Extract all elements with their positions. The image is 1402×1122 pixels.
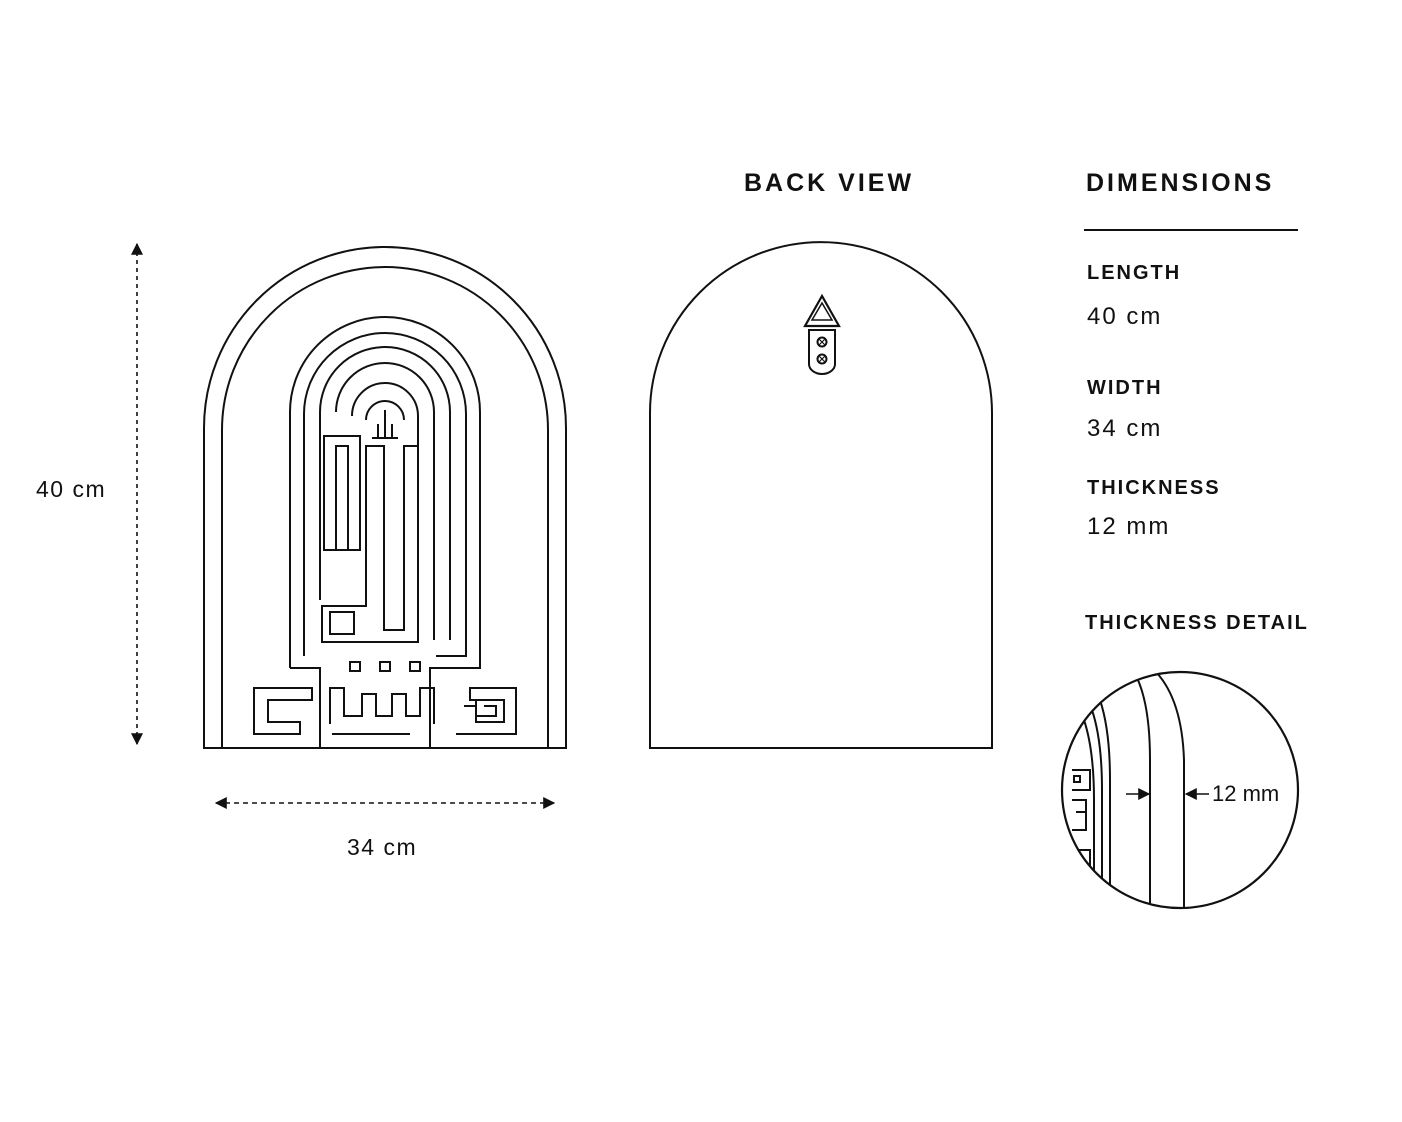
width-label: 34 cm xyxy=(347,834,418,860)
front-view-drawing xyxy=(203,246,567,749)
thickness-callout: 12 mm xyxy=(1212,781,1280,806)
thickness-detail-title: THICKNESS DETAIL xyxy=(1085,612,1309,634)
front-outer-arch xyxy=(203,246,567,749)
back-view-title: BACK VIEW xyxy=(744,169,915,197)
dimensions-title: DIMENSIONS xyxy=(1086,169,1275,197)
width-value: 34 cm xyxy=(1087,415,1163,442)
height-label: 40 cm xyxy=(36,476,107,502)
thickness-detail-drawing xyxy=(1060,670,1300,910)
back-view-drawing xyxy=(649,241,993,749)
width-label-spec: WIDTH xyxy=(1087,377,1163,399)
thickness-detail-circle xyxy=(1060,670,1300,910)
sawtooth-hanger-icon xyxy=(803,293,841,375)
length-value: 40 cm xyxy=(1087,303,1163,330)
front-inner-rim xyxy=(221,266,549,748)
front-motif-frame xyxy=(289,316,481,748)
back-outer-arch xyxy=(649,241,993,749)
thickness-label: THICKNESS xyxy=(1087,477,1221,499)
length-label: LENGTH xyxy=(1087,262,1182,284)
thickness-value: 12 mm xyxy=(1087,513,1171,540)
